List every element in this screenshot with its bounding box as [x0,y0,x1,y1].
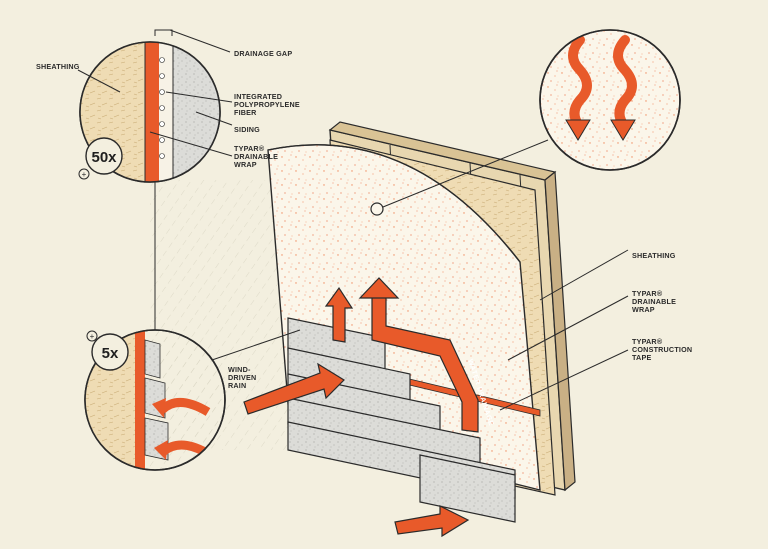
label-drainage-gap: DRAINAGE GAP [234,49,292,58]
drain-exit-arrow [394,505,470,538]
label-leaders [77,29,629,411]
label-typar-wrap-1: TYPAR® [234,144,265,153]
label-typar-right-1: TYPAR® [632,289,663,298]
magnifier-50x: 50x + [78,41,221,183]
vapor-leader-line [382,139,549,208]
label-wind-1: WIND- [228,365,251,374]
label-wind-2: DRIVEN [228,373,256,382]
label-tape-3: TAPE [632,353,651,362]
label-typar-wrap-2: DRAINABLE [234,152,278,161]
label-typar-wrap-3: WRAP [234,160,257,169]
vapor-up-arrow [324,286,354,343]
wrap-detail-point [370,202,384,216]
label-wind-3: RAIN [228,381,246,390]
magnifier-5x: 5x + [84,329,226,471]
wind-driven-rain-arrow [243,362,345,415]
label-sheathing-left: SHEATHING [36,62,80,71]
label-integrated-3: FIBER [234,108,257,117]
label-integrated-2: POLYPROPYLENE [234,100,300,109]
label-tape-2: CONSTRUCTION [632,345,692,354]
label-siding: SIDING [234,125,260,134]
zoom-5x-label: 5x [102,345,119,362]
label-typar-right-2: DRAINABLE [632,297,676,306]
label-tape-1: TYPAR® [632,337,663,346]
label-sheathing-right: SHEATHING [632,251,676,260]
label-integrated-1: INTEGRATED [234,92,282,101]
zoom-plus-icon-2: + [90,332,95,341]
zoom-plus-icon: + [82,170,87,179]
zoom-50x-label: 50x [91,149,117,166]
magnifier-5x-leader [211,329,301,361]
drainage-gap-bracket [154,29,173,36]
magnifier-vapor [539,29,681,171]
label-typar-right-3: WRAP [632,305,655,314]
